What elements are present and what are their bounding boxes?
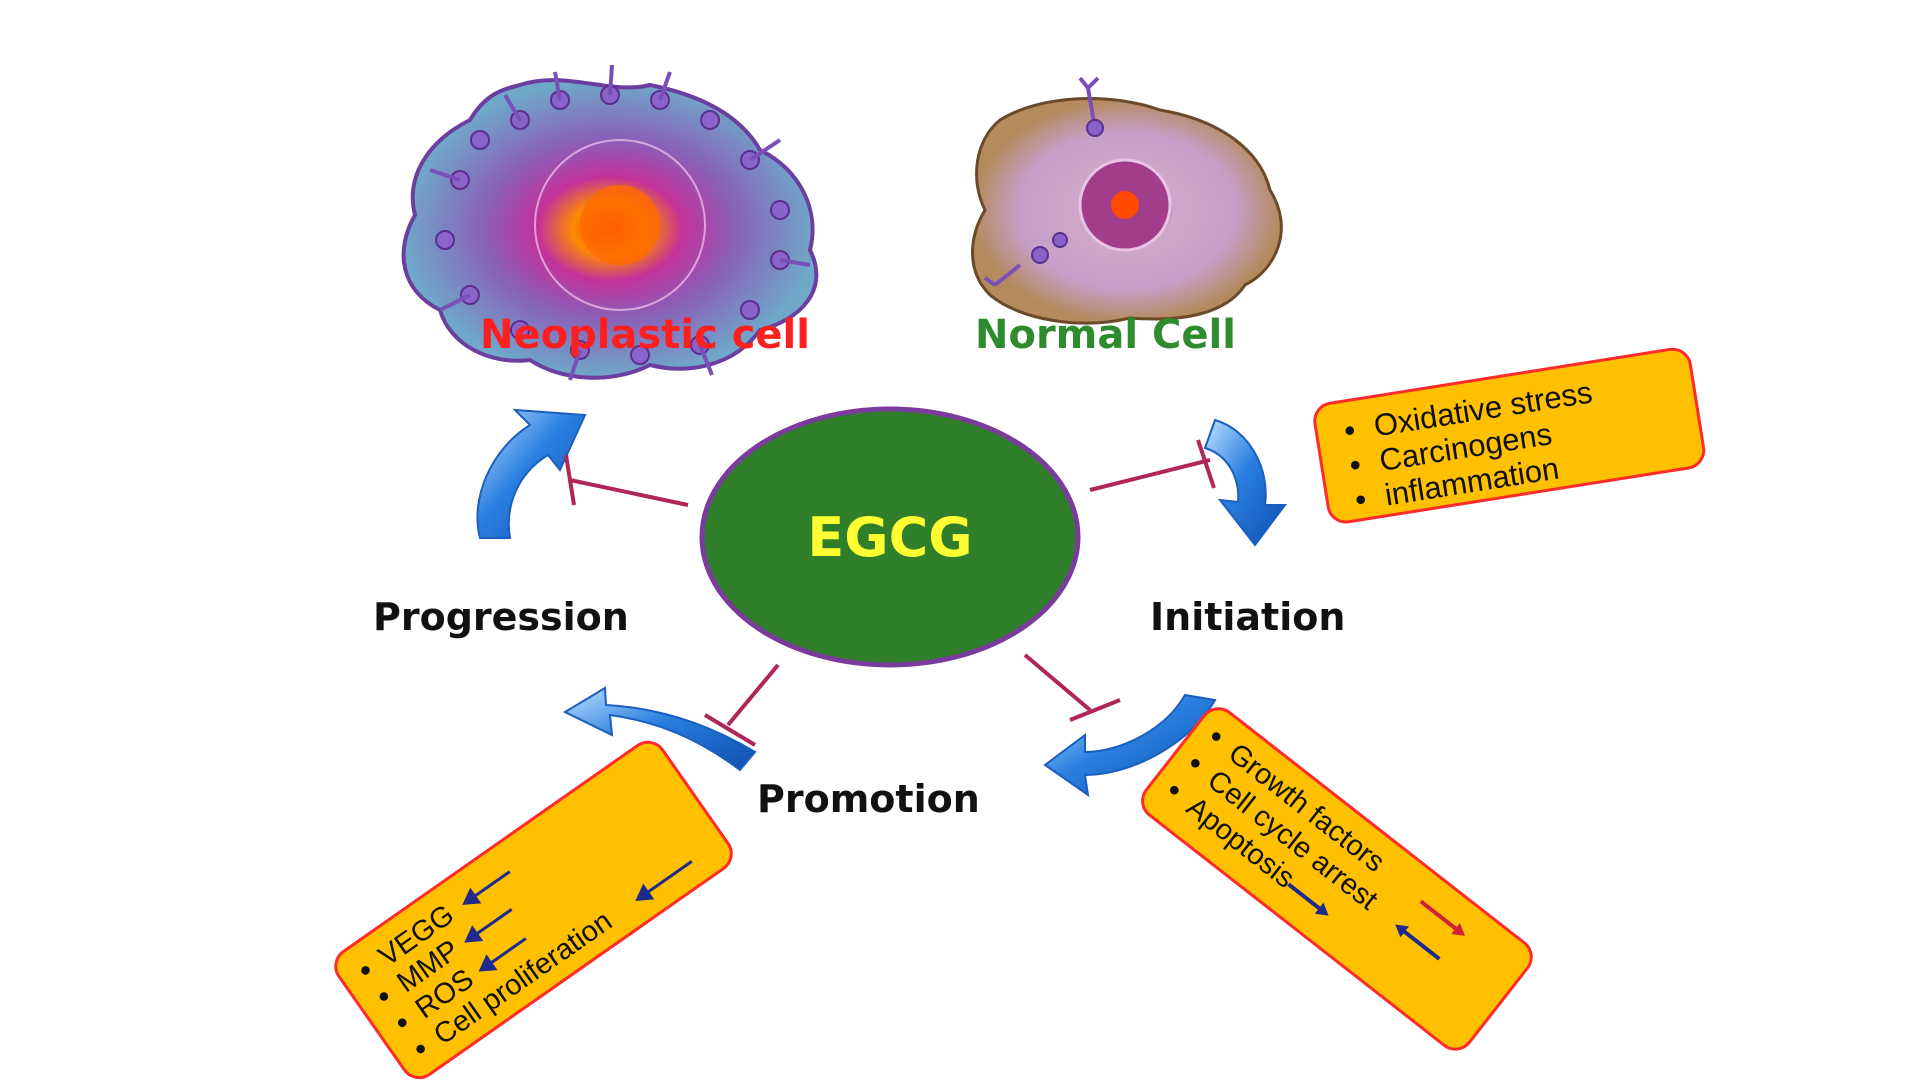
normal-cell-label: Normal Cell — [975, 312, 1236, 358]
promotion-factors-box: • Growth factors • Cell cycle arrest • A… — [1141, 707, 1533, 1051]
curved-arrow-icon — [476, 408, 587, 539]
curved-arrow-icon — [1203, 418, 1287, 547]
up-arrow-icon — [464, 908, 513, 943]
curved-arrow-icon — [562, 686, 757, 772]
progression-factors-box: • VEGG • MMP • ROS • Cell proliferation — [334, 740, 733, 1080]
progression-label: Progression — [373, 595, 629, 639]
initiation-factors-box: • Oxidative stress • Carcinogens • infla… — [1313, 347, 1706, 524]
up-arrow-icon — [462, 870, 511, 905]
up-arrow-icon — [635, 860, 693, 901]
blunt-arrow-icon — [564, 454, 689, 507]
down-arrow-icon — [1287, 882, 1329, 916]
normal-cell-image — [971, 76, 1283, 325]
neoplastic-cell-label: Neoplastic cell — [480, 312, 810, 358]
up-arrow-icon — [1395, 924, 1441, 961]
svg-text:•: • — [1342, 414, 1358, 448]
promotion-label: Promotion — [757, 777, 980, 821]
blunt-arrow-icon — [703, 663, 780, 747]
blunt-arrow-icon — [1089, 439, 1216, 492]
initiation-label: Initiation — [1150, 595, 1345, 639]
up-arrow-icon — [478, 937, 527, 972]
down-arrow-icon — [1419, 899, 1466, 936]
neoplastic-cell-image — [401, 64, 819, 381]
blunt-arrow-icon — [1023, 653, 1121, 722]
egcg-label: EGCG — [807, 506, 972, 569]
svg-text:•: • — [1348, 448, 1364, 482]
curved-arrow-icon — [1043, 693, 1217, 798]
svg-text:•: • — [1353, 483, 1369, 517]
egcg-node: EGCG — [699, 406, 1081, 668]
